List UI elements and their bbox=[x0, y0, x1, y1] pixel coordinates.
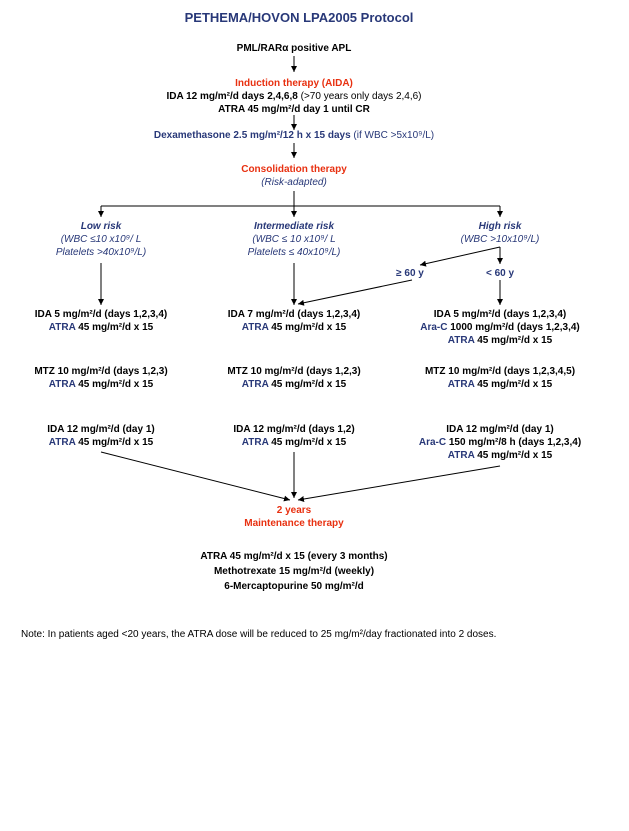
int-cycle1-ida: IDA 7 mg/m²/d (days 1,2,3,4) bbox=[227, 309, 361, 320]
dose: 45 mg/m²/d x 15 bbox=[271, 322, 347, 333]
dose: 45 mg/m²/d x 15 bbox=[78, 379, 154, 390]
dexamethasone-line: Dexamethasone 2.5 mg/m²/12 h x 15 days (… bbox=[154, 130, 434, 142]
induction-dose: IDA 12 mg/m²/d days 2,4,6,8 bbox=[166, 91, 298, 102]
high-cycle1-arac: Ara-C 1000 mg/m²/d (days 1,2,3,4) bbox=[420, 322, 580, 334]
high-cycle3-arac: Ara-C 150 mg/m²/8 h (days 1,2,3,4) bbox=[419, 437, 581, 449]
arrow-low-maintenance bbox=[100, 451, 291, 502]
dose: 45 mg/m²/d x 15 bbox=[477, 379, 553, 390]
drug-atra: ATRA bbox=[447, 335, 475, 346]
maintenance-atra: ATRA 45 mg/m²/d x 15 (every 3 months) bbox=[200, 551, 388, 562]
induction-heading: Induction therapy (AIDA) bbox=[235, 78, 353, 89]
low-risk-wbc: (WBC ≤10 x10⁹/ L bbox=[60, 234, 142, 245]
intermediate-risk-wbc: (WBC ≤ 10 x10⁹/ L bbox=[252, 234, 336, 245]
high-cycle1-ida: IDA 5 mg/m²/d (days 1,2,3,4) bbox=[433, 309, 567, 320]
int-cycle3-ida: IDA 12 mg/m²/d (days 1,2) bbox=[233, 424, 355, 435]
drug-atra: ATRA bbox=[48, 322, 76, 333]
maintenance-duration: 2 years bbox=[276, 505, 312, 516]
start-label: PML/RARα positive APL bbox=[236, 43, 352, 54]
dexamethasone-note: (if WBC >5x10⁹/L) bbox=[353, 130, 435, 141]
intermediate-risk-title: Intermediate risk bbox=[253, 221, 335, 232]
page-title: PETHEMA/HOVON LPA2005 Protocol bbox=[184, 10, 414, 25]
dose: 45 mg/m²/d x 15 bbox=[78, 322, 154, 333]
dose: 45 mg/m²/d x 15 bbox=[78, 437, 154, 448]
low-cycle3-atra: ATRA 45 mg/m²/d x 15 bbox=[49, 437, 153, 449]
dose: 45 mg/m²/d x 15 bbox=[271, 437, 347, 448]
drug-arac: Ara-C bbox=[418, 437, 447, 448]
consolidation-heading: Consolidation therapy bbox=[241, 164, 347, 175]
drug-atra: ATRA bbox=[241, 437, 269, 448]
induction-age-note: (>70 years only days 2,4,6) bbox=[300, 91, 422, 102]
int-cycle2-atra: ATRA 45 mg/m²/d x 15 bbox=[242, 379, 346, 391]
int-cycle1-atra: ATRA 45 mg/m²/d x 15 bbox=[242, 322, 346, 334]
dexamethasone-dose: Dexamethasone 2.5 mg/m²/12 h x 15 days bbox=[153, 130, 351, 141]
int-cycle2-mtz: MTZ 10 mg/m²/d (days 1,2,3) bbox=[227, 366, 361, 377]
induction-line2: ATRA 45 mg/m²/d day 1 until CR bbox=[218, 104, 370, 115]
induction-line1: IDA 12 mg/m²/d days 2,4,6,8 (>70 years o… bbox=[166, 91, 421, 103]
drug-atra: ATRA bbox=[447, 450, 475, 461]
drug-atra: ATRA bbox=[241, 379, 269, 390]
high-risk-wbc: (WBC >10x10⁹/L) bbox=[460, 234, 540, 245]
high-cycle2-mtz: MTZ 10 mg/m²/d (days 1,2,3,4,5) bbox=[424, 366, 576, 377]
consolidation-subheading: (Risk-adapted) bbox=[261, 177, 327, 188]
dose: 150 mg/m²/8 h (days 1,2,3,4) bbox=[448, 437, 582, 448]
drug-atra: ATRA bbox=[48, 379, 76, 390]
arrow-high-age-ge60 bbox=[419, 246, 501, 267]
high-cycle2-atra: ATRA 45 mg/m²/d x 15 bbox=[448, 379, 552, 391]
age-ge-60-label: ≥ 60 y bbox=[396, 268, 424, 279]
intermediate-risk-platelets: Platelets ≤ 40x10⁹/L) bbox=[247, 247, 341, 258]
dose: 45 mg/m²/d x 15 bbox=[271, 379, 347, 390]
low-risk-title: Low risk bbox=[80, 221, 122, 232]
high-cycle3-atra: ATRA 45 mg/m²/d x 15 bbox=[448, 450, 552, 462]
drug-atra: ATRA bbox=[447, 379, 475, 390]
dose: 45 mg/m²/d x 15 bbox=[477, 450, 553, 461]
low-cycle1-ida: IDA 5 mg/m²/d (days 1,2,3,4) bbox=[34, 309, 168, 320]
high-cycle1-atra: ATRA 45 mg/m²/d x 15 bbox=[448, 335, 552, 347]
dose: 1000 mg/m²/d (days 1,2,3,4) bbox=[450, 322, 580, 333]
low-cycle3-ida: IDA 12 mg/m²/d (day 1) bbox=[47, 424, 155, 435]
dose: 45 mg/m²/d x 15 bbox=[477, 335, 553, 346]
low-cycle2-atra: ATRA 45 mg/m²/d x 15 bbox=[49, 379, 153, 391]
low-cycle2-mtz: MTZ 10 mg/m²/d (days 1,2,3) bbox=[34, 366, 168, 377]
drug-atra: ATRA bbox=[241, 322, 269, 333]
age-lt-60-label: < 60 y bbox=[485, 268, 515, 279]
int-cycle3-atra: ATRA 45 mg/m²/d x 15 bbox=[242, 437, 346, 449]
arrow-ge60-to-int bbox=[297, 279, 413, 306]
drug-arac: Ara-C bbox=[420, 322, 448, 333]
high-risk-title: High risk bbox=[478, 221, 522, 232]
maintenance-mercaptopurine: 6-Mercaptopurine 50 mg/m²/d bbox=[224, 581, 364, 592]
low-cycle1-atra: ATRA 45 mg/m²/d x 15 bbox=[49, 322, 153, 334]
high-cycle3-ida: IDA 12 mg/m²/d (day 1) bbox=[446, 424, 554, 435]
footnote: Note: In patients aged <20 years, the AT… bbox=[21, 629, 497, 640]
maintenance-methotrexate: Methotrexate 15 mg/m²/d (weekly) bbox=[213, 566, 375, 577]
arrow-high-maintenance bbox=[297, 465, 501, 502]
maintenance-heading: Maintenance therapy bbox=[244, 518, 344, 529]
low-risk-platelets: Platelets >40x10⁹/L) bbox=[55, 247, 147, 258]
drug-atra: ATRA bbox=[48, 437, 76, 448]
